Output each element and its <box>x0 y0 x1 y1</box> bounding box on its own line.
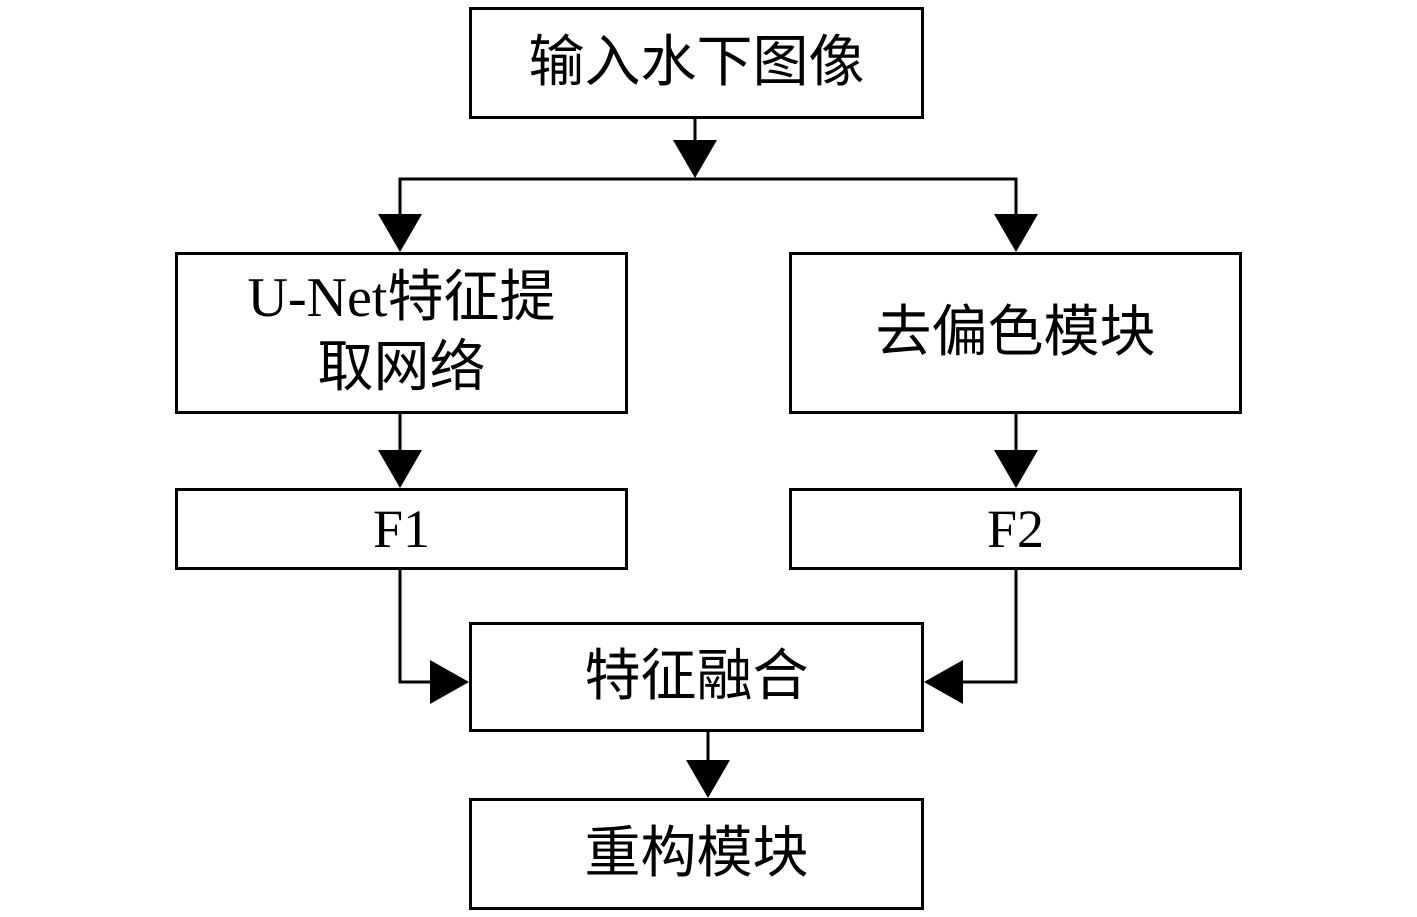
color-cast-removal-node: 去偏色模块 <box>789 252 1242 414</box>
arrowhead-to-f2 <box>994 450 1038 488</box>
connector-f2-to-fusion <box>962 570 1018 684</box>
reconstruction-node: 重构模块 <box>469 798 924 910</box>
f2-node: F2 <box>789 488 1242 570</box>
input-image-label: 输入水下图像 <box>528 32 865 94</box>
input-image-node: 输入水下图像 <box>469 7 924 119</box>
arrowhead-f1-to-fusion <box>430 660 469 704</box>
feature-fusion-node: 特征融合 <box>469 622 924 732</box>
feature-fusion-label: 特征融合 <box>584 646 809 708</box>
color-cast-removal-label: 去偏色模块 <box>875 302 1156 364</box>
f1-node: F1 <box>175 488 628 570</box>
unet-label-line-2: 取网络 <box>317 337 486 399</box>
arrowhead-f2-to-fusion <box>924 660 963 704</box>
arrowhead-to-f1 <box>378 450 422 488</box>
arrowhead-input-down <box>673 140 717 178</box>
reconstruction-label: 重构模块 <box>584 823 809 885</box>
unet-feature-network-node: U-Net特征提 取网络 <box>175 252 628 414</box>
arrowhead-to-reconstruct <box>686 760 730 798</box>
f2-label: F2 <box>986 499 1045 559</box>
arrowhead-to-decolor <box>994 214 1038 252</box>
unet-label-line-1: U-Net特征提 <box>247 267 556 329</box>
f1-label: F1 <box>372 499 431 559</box>
connector-f1-to-fusion <box>398 570 432 684</box>
arrowhead-to-unet <box>378 214 422 252</box>
